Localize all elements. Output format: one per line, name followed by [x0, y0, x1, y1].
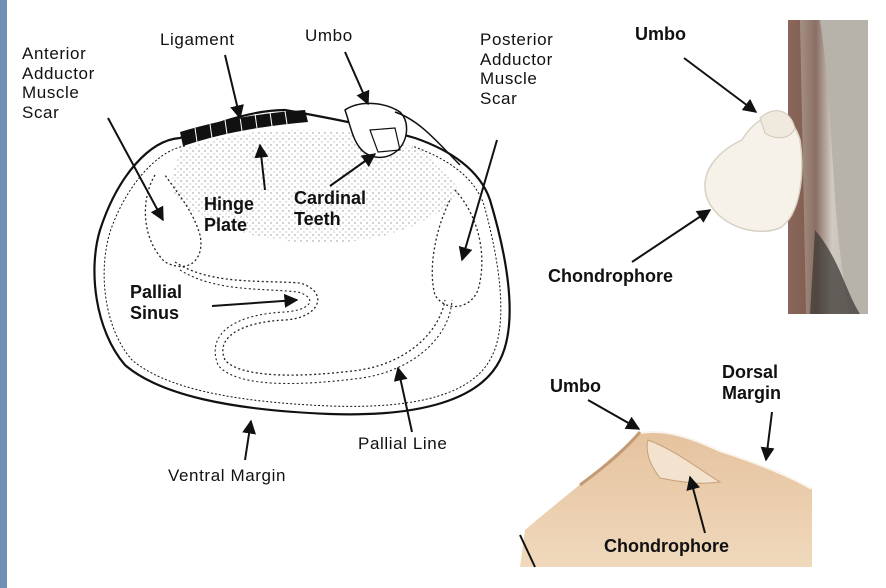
- bottom-umbo-label: Umbo: [550, 376, 601, 397]
- cardinal-teeth-label: Cardinal Teeth: [294, 188, 366, 229]
- hinge-photo: [705, 20, 868, 314]
- pallial-line-label: Pallial Line: [358, 434, 447, 454]
- hinge-plate-label: Hinge Plate: [204, 194, 254, 235]
- ventral-margin-arrow: [245, 421, 251, 460]
- umbo-label: Umbo: [305, 26, 353, 46]
- ventral-margin-label: Ventral Margin: [168, 466, 286, 486]
- photo-chondrophore-label: Chondrophore: [548, 266, 673, 287]
- photo-umbo-label: Umbo: [635, 24, 686, 45]
- dorsal-margin-arrow: [766, 412, 772, 460]
- ligament-label: Ligament: [160, 30, 235, 50]
- anterior-adductor-label: Anterior Adductor Muscle Scar: [22, 44, 95, 122]
- photo-umbo-arrow: [684, 58, 756, 112]
- bottom-chondrophore-label: Chondrophore: [604, 536, 729, 557]
- bottom-umbo-arrow: [588, 400, 639, 429]
- photo-chondrophore-arrow: [632, 210, 710, 262]
- pallial-sinus-label: Pallial Sinus: [130, 282, 182, 323]
- umbo-arrow: [345, 52, 368, 104]
- ligament-arrow: [225, 55, 240, 118]
- shell-interior-diagram: [94, 103, 509, 414]
- posterior-adductor-label: Posterior Adductor Muscle Scar: [480, 30, 553, 108]
- dorsal-margin-label: Dorsal Margin: [722, 362, 781, 403]
